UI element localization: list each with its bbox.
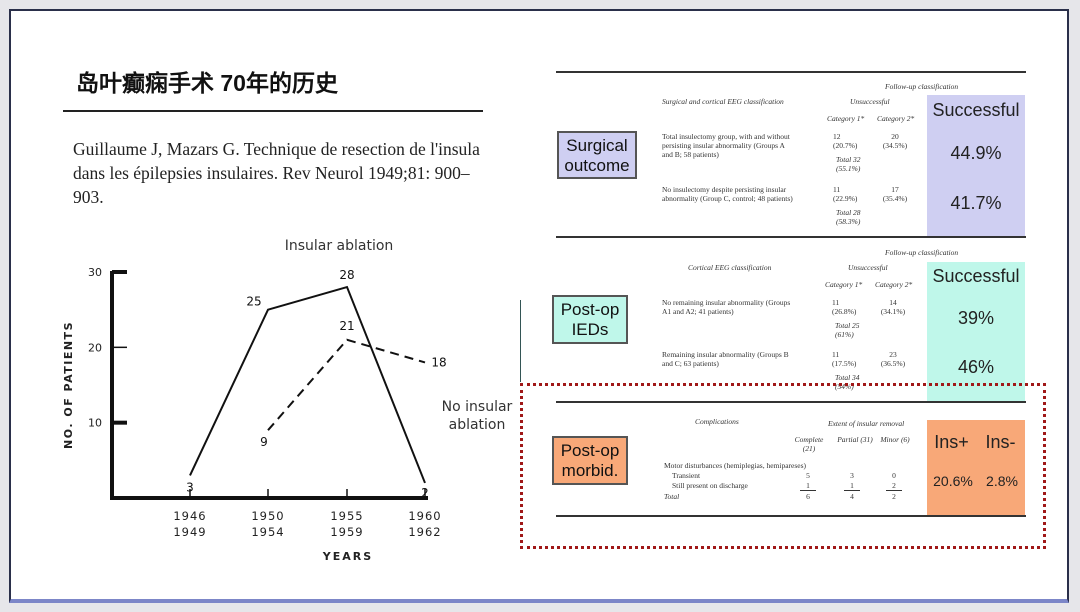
cell: 11 (26.8%)	[832, 298, 857, 316]
col-minor: Minor (6)	[880, 435, 910, 444]
data-label: 25	[246, 295, 261, 309]
x-tick-label: 1960	[408, 509, 441, 523]
row-desc: Transient	[672, 471, 701, 480]
data-label: 21	[339, 319, 354, 333]
cat2-header: Category 2*	[875, 280, 913, 289]
ins-plus-header: Ins+	[934, 432, 969, 452]
table-rule	[556, 515, 1026, 517]
success-value: 46%	[957, 357, 995, 377]
cell: 5	[806, 471, 810, 480]
cell: 14 (34.1%)	[880, 298, 906, 316]
successful-column	[927, 95, 1025, 236]
table-rule	[556, 236, 1026, 238]
successful-column	[927, 262, 1025, 401]
label-surgical-outcome: Surgical outcome	[557, 131, 637, 179]
slide-title: 岛叶癫痫手术 70年的历史	[76, 70, 338, 96]
x-axis-label: YEARS	[322, 550, 373, 563]
cell: 17 (35.4%)	[882, 185, 908, 203]
divider-line	[520, 300, 521, 382]
cell: 2	[892, 492, 896, 501]
x-tick-label: 1959	[330, 525, 363, 539]
y-tick-label: 20	[88, 341, 102, 354]
cell: 20 (34.5%)	[882, 132, 908, 150]
cell: 11 (17.5%)	[832, 350, 857, 368]
cell: 6	[806, 492, 810, 501]
x-tick-label: 1962	[408, 525, 441, 539]
citation: Guillaume J, Mazars G. Technique de rese…	[73, 139, 480, 207]
highlight-box	[520, 383, 1046, 549]
col-complete: Complete (21)	[794, 435, 824, 453]
ins-columns	[927, 420, 1025, 515]
cell-total: Total 32 (55.1%)	[836, 155, 861, 173]
row-desc: Remaining insular abnormality (Groups B …	[662, 350, 789, 368]
unsuccessful-header: Unsuccessful	[850, 97, 890, 106]
cell: 0	[892, 471, 896, 480]
label-postop-morbid: Post-op morbid.	[552, 436, 628, 485]
legend-insular-ablation: Insular ablation	[285, 238, 394, 254]
y-axis-label: NO. OF PATIENTS	[62, 321, 75, 449]
success-value: 39%	[957, 308, 995, 328]
cell: 3	[850, 471, 854, 480]
extent-header: Extent of insular removal	[828, 419, 905, 428]
success-value: 41.7%	[950, 193, 1002, 213]
data-label: 18	[431, 355, 446, 369]
cell: 2	[886, 481, 902, 491]
row-desc: No insulectomy despite persisting insula…	[662, 185, 793, 203]
cell-total: Total 34 (54%)	[835, 373, 860, 391]
cell-total: Total 28 (58.3%)	[836, 208, 861, 226]
line-chart: 10 20 30 1946 1949 1950 1954 1955 1959 1960 1962YE…	[62, 238, 513, 563]
label-postop-ieds: Post-op IEDs	[552, 295, 628, 344]
data-label: 2	[421, 486, 429, 500]
followup-header: Follow-up classification	[885, 248, 959, 257]
followup-header: Follow-up classification	[885, 82, 959, 91]
x-tick-label: 1949	[173, 525, 206, 539]
row-desc: Total insulectomy group, with and withou…	[662, 132, 790, 159]
title-divider	[63, 110, 483, 112]
series-line-no-insular-ablation	[267, 338, 426, 431]
series-line-insular-ablation	[189, 285, 426, 484]
cell: 1	[800, 481, 816, 491]
y-tick-label: 30	[88, 266, 102, 279]
unsuccessful-header: Unsuccessful	[848, 263, 888, 272]
ins-minus-header: Ins-	[985, 432, 1016, 452]
successful-header: Successful	[932, 266, 1020, 286]
row-desc: Total	[664, 492, 680, 501]
data-label: 3	[186, 480, 194, 494]
group-label: Motor disturbances (hemiplegias, hemipar…	[664, 461, 807, 470]
x-tick-label: 1950	[251, 509, 284, 523]
classification-header: Surgical and cortical EEG classification	[662, 97, 784, 106]
table-rule	[556, 71, 1026, 73]
successful-header: Successful	[932, 100, 1020, 120]
x-tick-label: 1955	[330, 509, 363, 523]
success-value: 44.9%	[950, 143, 1002, 163]
cat1-header: Category 1*	[825, 280, 863, 289]
x-tick-label: 1954	[251, 525, 284, 539]
col-partial: Partial (31)	[837, 435, 873, 444]
complications-header: Complications	[695, 417, 739, 426]
data-label: 28	[339, 268, 354, 282]
table-rule	[556, 401, 1026, 403]
cat1-header: Category 1*	[827, 114, 865, 123]
classification-header: Cortical EEG classification	[688, 263, 772, 272]
row-desc: No remaining insular abnormality (Groups…	[662, 298, 791, 316]
y-tick-label: 10	[88, 417, 102, 430]
cell: 12 (20.7%)	[833, 132, 858, 150]
ins-minus-value: 2.8%	[986, 473, 1018, 489]
ins-plus-value: 20.6%	[933, 473, 973, 489]
x-tick-label: 1946	[173, 509, 206, 523]
cell: 4	[850, 492, 854, 501]
cell-total: Total 25 (61%)	[835, 321, 860, 339]
cell: 11 (22.9%)	[833, 185, 858, 203]
cell: 23 (36.5%)	[880, 350, 906, 368]
cell: 1	[844, 481, 860, 491]
cat2-header: Category 2*	[877, 114, 915, 123]
row-desc: Still present on discharge	[672, 481, 748, 490]
slide	[9, 9, 1069, 603]
data-label: 9	[260, 435, 268, 449]
